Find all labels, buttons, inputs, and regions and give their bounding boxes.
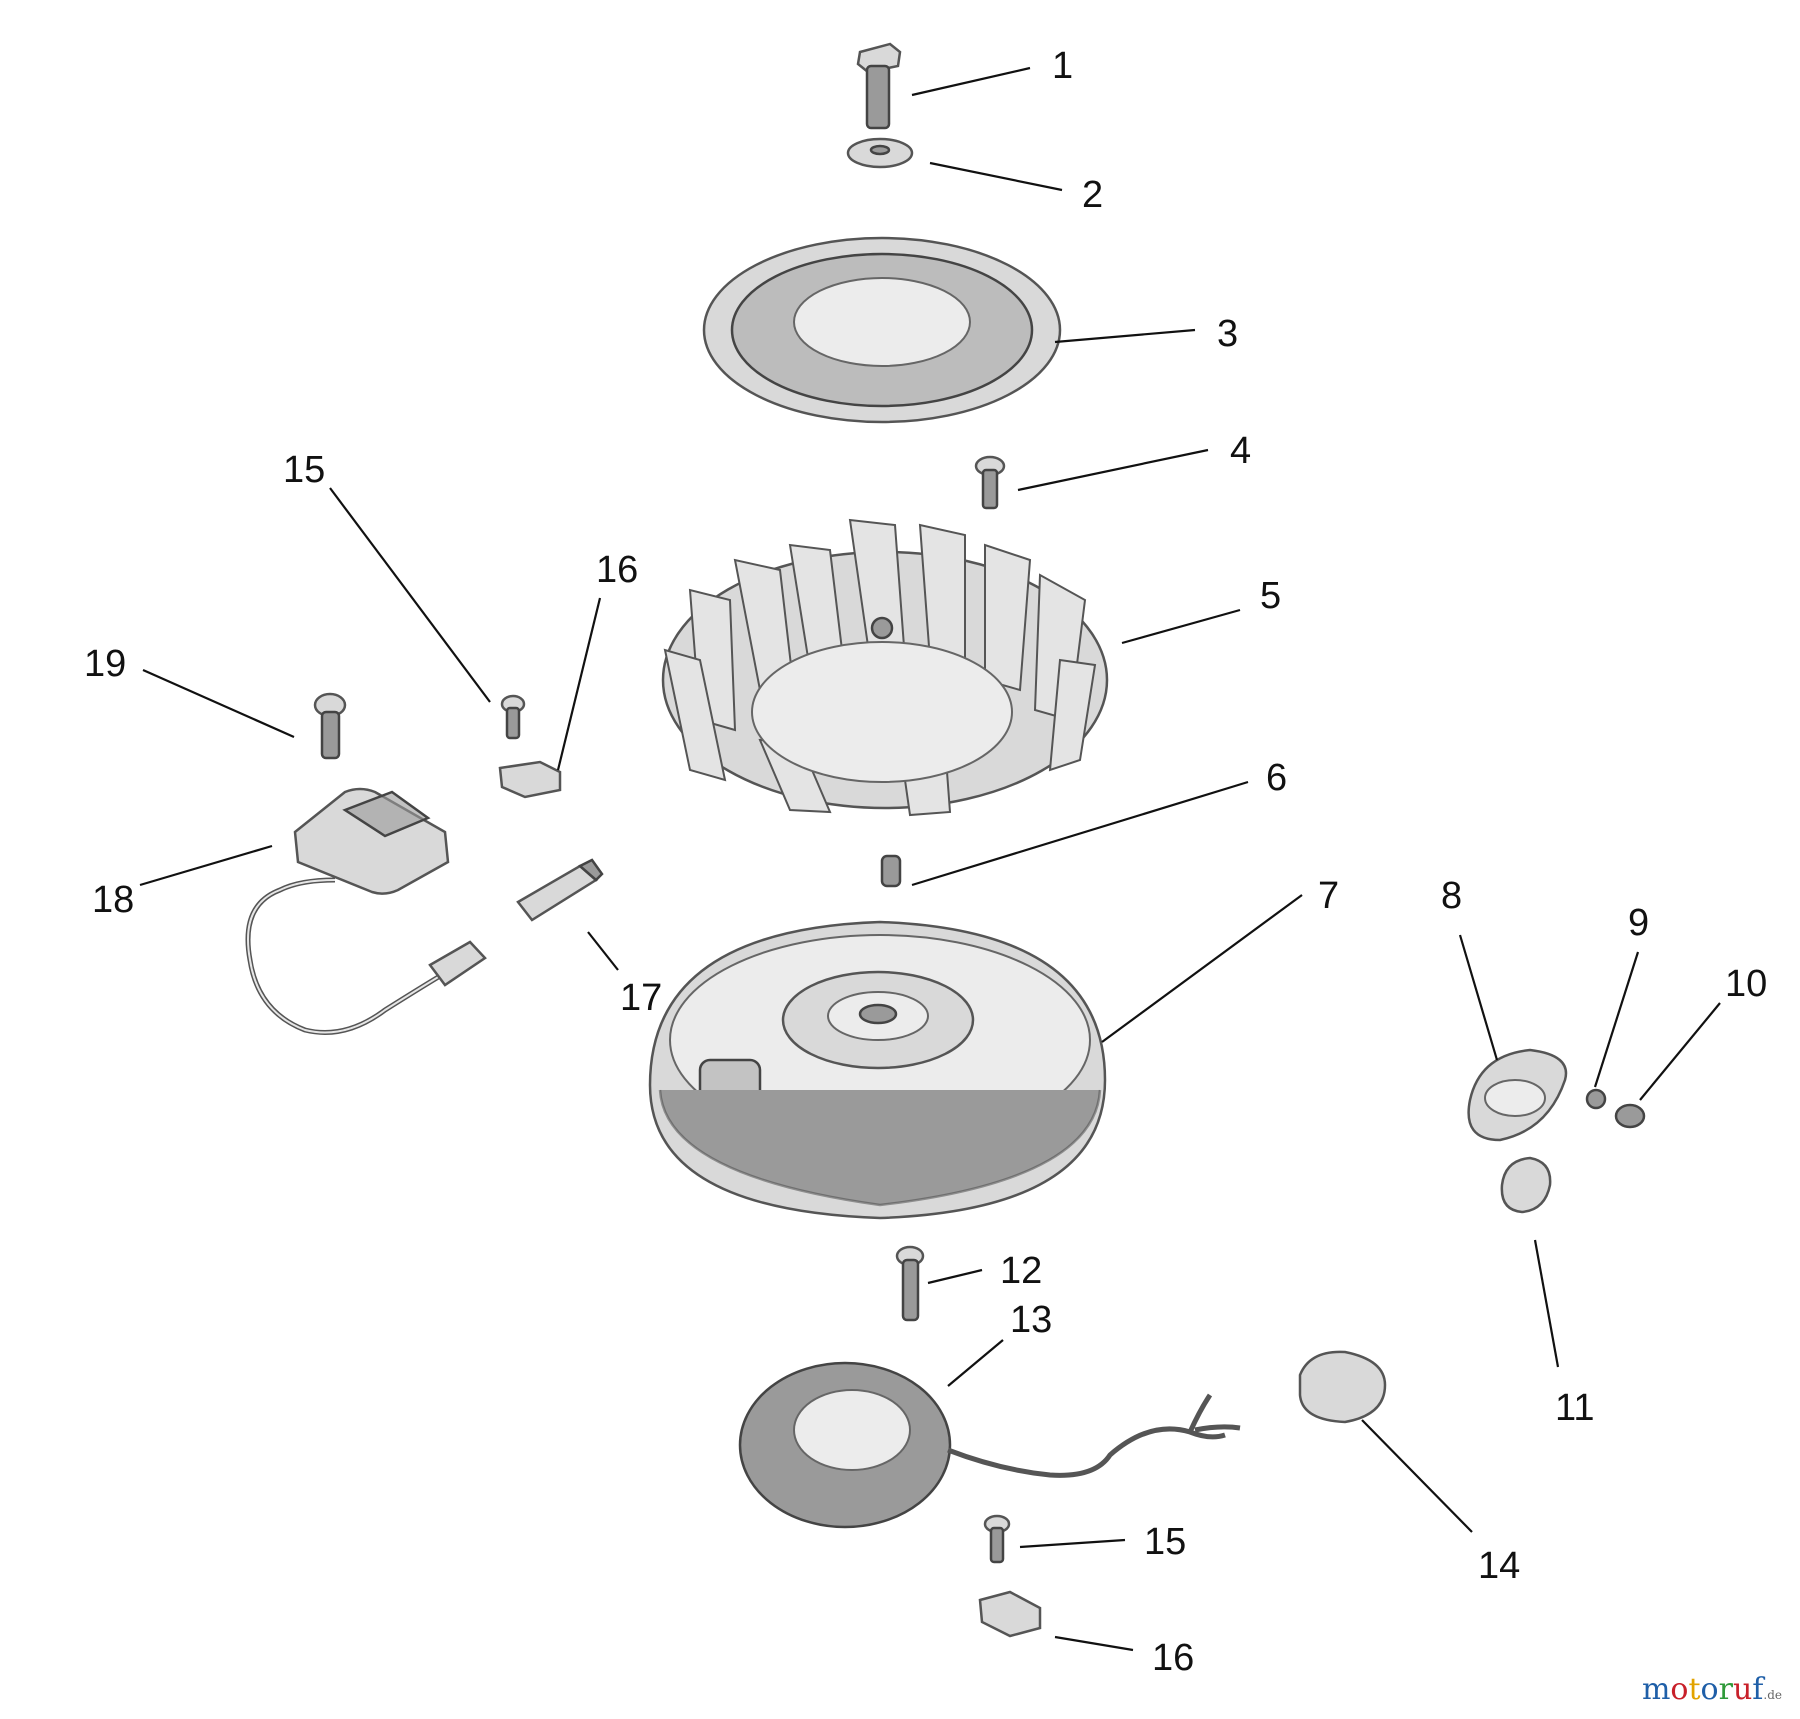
part-4-screw xyxy=(974,455,1006,510)
part-10-screw xyxy=(1614,1103,1646,1129)
leader-17 xyxy=(587,931,619,971)
part-5-cooling-fan xyxy=(661,518,1109,817)
callout-12: 12 xyxy=(1000,1250,1042,1292)
callout-16-lower: 16 xyxy=(1152,1637,1194,1679)
part-14-connector xyxy=(1298,1350,1387,1424)
part-8-magnet xyxy=(1467,1048,1568,1142)
callout-14: 14 xyxy=(1478,1545,1520,1587)
leader-19 xyxy=(142,668,295,739)
watermark-letter: o xyxy=(1670,1672,1689,1707)
leader-8 xyxy=(1458,934,1499,1061)
callout-labels: 1 2 3 4 5 6 7 8 9 10 11 12 13 14 15 15 1… xyxy=(84,45,1767,1679)
callout-4: 4 xyxy=(1230,430,1251,472)
part-13-stator xyxy=(738,1361,1241,1529)
callout-18: 18 xyxy=(92,879,134,921)
leader-10 xyxy=(1639,1002,1721,1101)
leader-15a xyxy=(329,487,491,703)
motoruf-watermark-logo: motoruf.de xyxy=(1642,1672,1782,1707)
part-15-screw-lower xyxy=(983,1514,1011,1564)
part-9-nut xyxy=(1585,1088,1607,1110)
watermark-letter: o xyxy=(1700,1672,1719,1707)
callout-7: 7 xyxy=(1318,875,1339,917)
leader-15b xyxy=(1019,1538,1126,1549)
callout-11: 11 xyxy=(1555,1387,1594,1429)
leader-4 xyxy=(1017,448,1209,492)
leader-2 xyxy=(929,161,1063,192)
callout-3: 3 xyxy=(1217,313,1238,355)
part-16-washer-upper xyxy=(498,760,562,799)
leader-16a xyxy=(556,597,602,771)
leader-12 xyxy=(927,1268,983,1285)
leader-9 xyxy=(1593,951,1640,1088)
callout-10: 10 xyxy=(1725,963,1767,1005)
part-3-grass-screen xyxy=(702,236,1062,424)
leader-7 xyxy=(1101,894,1303,1043)
leader-14 xyxy=(1361,1419,1473,1533)
callout-1: 1 xyxy=(1052,45,1073,87)
leader-5 xyxy=(1121,608,1241,645)
callout-15-upper: 15 xyxy=(283,449,325,491)
leader-6 xyxy=(911,780,1249,887)
leader-1 xyxy=(911,66,1031,97)
callout-19: 19 xyxy=(84,643,126,685)
watermark-letter: t xyxy=(1688,1672,1701,1707)
callout-5: 5 xyxy=(1260,575,1281,617)
watermark-letter: f xyxy=(1752,1672,1764,1707)
callout-16-upper: 16 xyxy=(596,549,638,591)
watermark-suffix: .de xyxy=(1763,1688,1782,1702)
callout-17: 17 xyxy=(620,977,662,1019)
part-2-washer xyxy=(846,137,914,169)
part-12-bolt xyxy=(895,1245,925,1322)
leader-16b xyxy=(1054,1635,1134,1652)
leader-3 xyxy=(1054,328,1196,344)
watermark-letter: m xyxy=(1641,1672,1671,1707)
part-16-washer-lower xyxy=(978,1590,1042,1638)
part-1-bolt xyxy=(856,42,902,130)
part-6-flywheel-key xyxy=(880,854,902,888)
leader-lines xyxy=(139,66,1721,1652)
leader-13 xyxy=(947,1339,1004,1387)
watermark-letter: r xyxy=(1718,1672,1733,1707)
leader-18 xyxy=(139,844,273,887)
part-17-spark-plug xyxy=(516,858,604,922)
part-15-screw-upper xyxy=(500,694,526,740)
part-18-ignition-module xyxy=(245,787,487,1035)
callout-13: 13 xyxy=(1010,1299,1052,1341)
part-19-bolt xyxy=(313,692,347,760)
callout-8: 8 xyxy=(1441,875,1462,917)
part-11-weight xyxy=(1500,1156,1552,1214)
callout-9: 9 xyxy=(1628,902,1649,944)
part-7-flywheel xyxy=(648,920,1107,1220)
watermark-letter: u xyxy=(1732,1672,1753,1707)
leader-11 xyxy=(1533,1239,1560,1368)
callout-6: 6 xyxy=(1266,757,1287,799)
callout-2: 2 xyxy=(1082,174,1103,216)
callout-15-lower: 15 xyxy=(1144,1521,1186,1563)
